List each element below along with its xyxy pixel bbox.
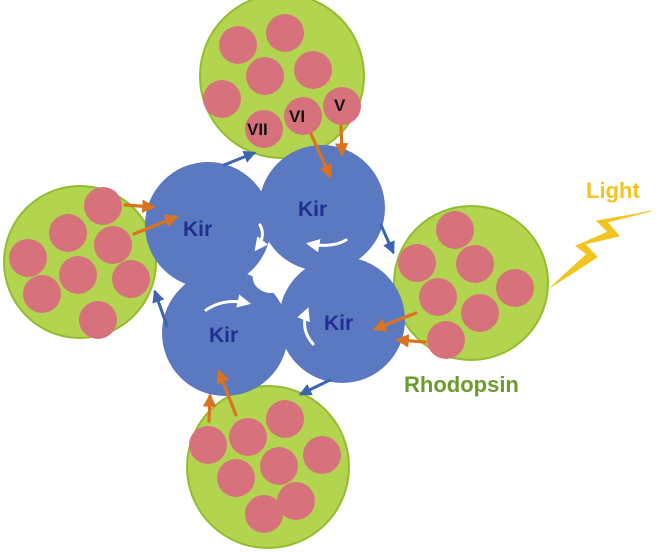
orange-arrow-bottom-2 [202, 393, 217, 423]
rotation-arrow-top-left [254, 223, 269, 252]
rhodopsin-right [393, 205, 549, 361]
helix [266, 400, 304, 438]
helix [277, 482, 315, 520]
helix [112, 260, 150, 298]
blue-arrows [152, 150, 395, 396]
helix-vi-label: VI [289, 107, 305, 126]
helix-v [323, 87, 361, 125]
helix [219, 26, 257, 64]
orange-arrow-top-vi [309, 132, 332, 179]
helix [496, 269, 534, 307]
light-label: Light [586, 178, 640, 203]
orange-arrow-right-2 [395, 334, 427, 348]
orange-arrows [123, 124, 427, 423]
helices-top [203, 14, 361, 148]
helix [217, 459, 255, 497]
helix [419, 278, 457, 316]
orange-arrow-bottom-1 [216, 369, 238, 417]
helix [94, 226, 132, 264]
helix-vii [245, 110, 283, 148]
kir-subunit-top-right [259, 145, 385, 271]
helix [427, 321, 465, 359]
kir-label-bottom-right: Kir [324, 312, 353, 335]
helix-vi [284, 97, 322, 135]
helix [436, 211, 474, 249]
helix [9, 239, 47, 277]
helices-right [398, 211, 534, 359]
helix [461, 294, 499, 332]
helices-bottom [189, 400, 341, 533]
helix [456, 245, 494, 283]
orange-arrow-left-2 [132, 214, 179, 236]
kir-label-bottom-left: Kir [209, 324, 238, 347]
kir-pore [252, 259, 289, 294]
helix [23, 275, 61, 313]
blue-arrow-bottom [298, 378, 332, 396]
helix [245, 495, 283, 533]
helix [260, 447, 298, 485]
rhodopsin-label: Rhodopsin [404, 372, 519, 397]
orange-arrow-top-v [334, 124, 349, 157]
rotation-arrow-bottom-right [297, 307, 315, 346]
kir-subunit-bottom-right [279, 257, 405, 383]
helix [303, 436, 341, 474]
lightning-bolt-icon [550, 210, 652, 288]
kir-label-top-right: Kir [298, 198, 327, 221]
helix [49, 214, 87, 252]
helix [79, 301, 117, 339]
helix [246, 57, 284, 95]
helix [84, 187, 122, 225]
rotation-arrow-top-right [306, 238, 348, 253]
blue-arrow-top [222, 150, 257, 167]
helices-left [9, 187, 150, 339]
blue-arrow-left [152, 289, 169, 328]
helix [229, 418, 267, 456]
helix [203, 80, 241, 118]
orange-arrow-left-1 [123, 199, 156, 213]
kir-tetramer [145, 145, 405, 396]
helix [294, 51, 332, 89]
blue-arrow-right [379, 223, 395, 255]
helix [266, 14, 304, 52]
helix [398, 244, 436, 282]
kir-subunit-bottom-left [162, 270, 288, 396]
rotation-arrow-bottom-left [204, 294, 251, 312]
kir-label-top-left: Kir [183, 218, 212, 241]
helix [189, 426, 227, 464]
helix-v-label: V [334, 96, 346, 115]
kir-subunit-top-left [145, 162, 271, 288]
helix [59, 256, 97, 294]
rotation-arrows [204, 223, 348, 346]
orange-arrow-right-1 [372, 311, 418, 332]
helix-vii-label: VII [247, 120, 268, 139]
